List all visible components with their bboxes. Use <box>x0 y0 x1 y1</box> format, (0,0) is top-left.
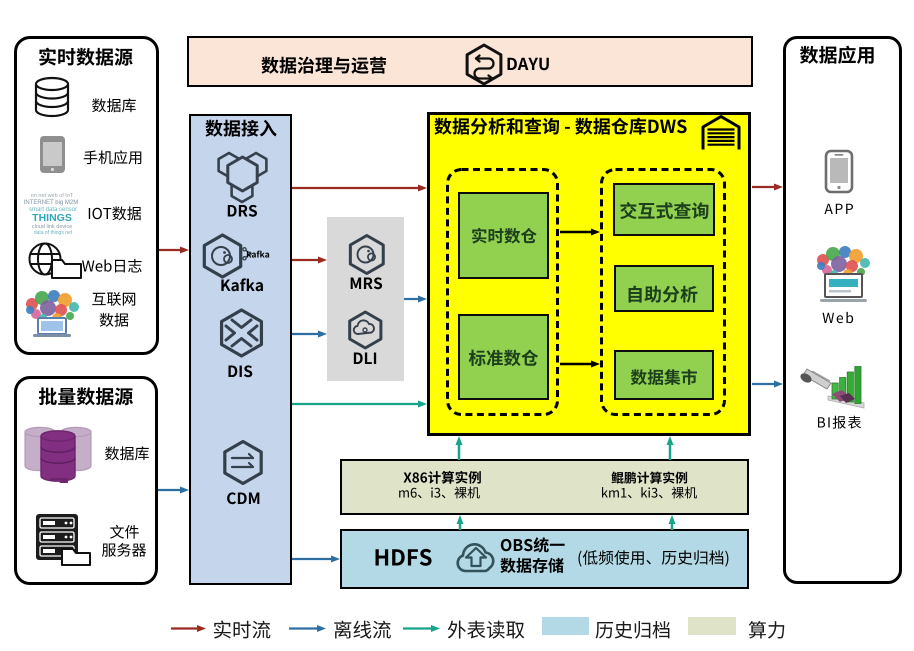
svg-text:INTERNET big M2M: INTERNET big M2M <box>24 200 79 206</box>
svg-text:on net web of IoT: on net web of IoT <box>31 193 74 199</box>
svg-text:cloud link device: cloud link device <box>32 224 72 230</box>
svg-text:data of things net: data of things net <box>34 230 73 236</box>
svg-text:THINGS: THINGS <box>32 212 72 224</box>
svg-text:smart data sensor: smart data sensor <box>29 207 77 213</box>
